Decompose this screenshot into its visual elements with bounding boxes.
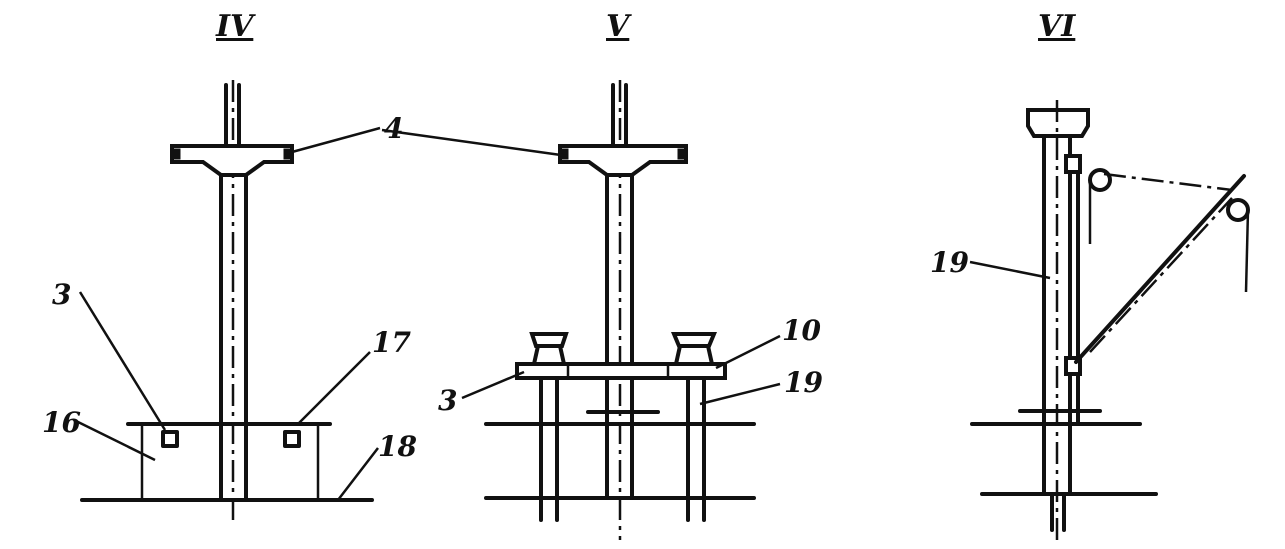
callout-19: 19 — [930, 246, 969, 279]
leader-19 — [699, 382, 781, 406]
insulator-body-right — [673, 344, 715, 366]
leader-17 — [296, 351, 371, 426]
callout-3: 3 — [52, 278, 71, 311]
leader-3 — [78, 291, 167, 431]
cable-tail — [1244, 209, 1250, 293]
pulley-upper — [1088, 168, 1112, 192]
view-v: V 10 3 19 — [381, 9, 823, 540]
leader-4 — [291, 126, 381, 154]
upper-clamp — [1064, 154, 1082, 174]
anchor-block-right — [283, 430, 301, 448]
boom-arm — [1074, 174, 1246, 364]
crossarm — [558, 144, 688, 177]
callout-10: 10 — [782, 314, 821, 347]
cable-span — [1103, 172, 1233, 192]
leader-10 — [715, 334, 781, 370]
boom-axis — [1089, 197, 1233, 353]
view-vi: VI 19 — [930, 9, 1250, 545]
top-cap — [1026, 108, 1090, 138]
view-label-v: V — [606, 9, 632, 44]
crossarm-bolt — [561, 148, 569, 160]
leader-16 — [73, 418, 156, 462]
callout-4: 4 — [384, 112, 403, 145]
crossarm-bolt — [677, 148, 685, 160]
callout-16: 16 — [42, 406, 81, 439]
callout-19: 19 — [784, 366, 823, 399]
anchor-block-left — [161, 430, 179, 448]
crossarm-bolt — [173, 148, 181, 160]
support-box — [140, 422, 320, 502]
crossarm-bolt — [283, 148, 291, 160]
crossarm — [170, 144, 294, 177]
pulley-lower — [1226, 198, 1250, 222]
leader-19 — [969, 260, 1051, 280]
leader-18 — [337, 447, 379, 501]
transverse-beam — [515, 362, 727, 380]
callout-17: 17 — [372, 326, 411, 359]
callout-3: 3 — [438, 384, 457, 417]
insulator-body-left — [531, 344, 567, 366]
view-label-iv: IV — [215, 9, 256, 44]
leader-4 — [381, 128, 569, 158]
view-label-vi: VI — [1038, 9, 1076, 44]
view-iv: IV 3 17 16 18 — [42, 9, 417, 520]
leader-3 — [461, 370, 525, 400]
callout-18: 18 — [378, 430, 417, 463]
